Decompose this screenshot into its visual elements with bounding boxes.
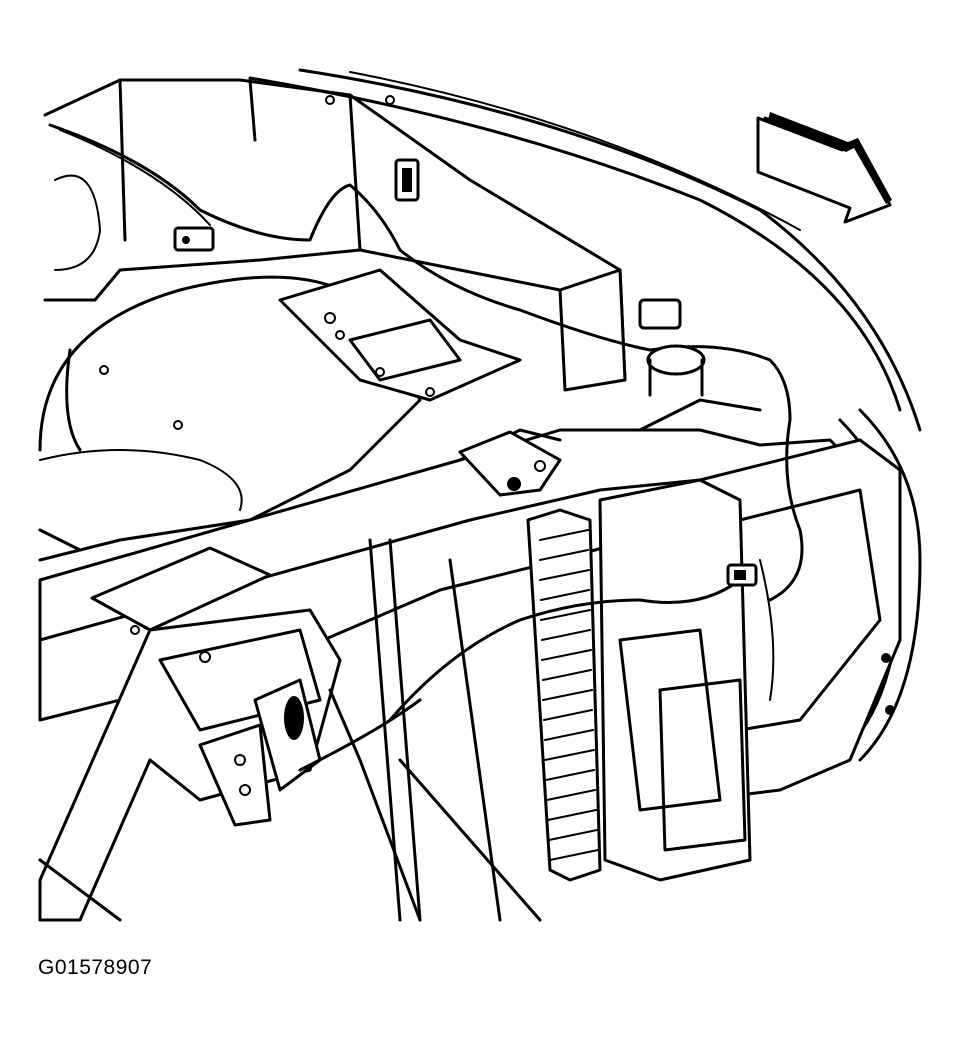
connector-left (173, 226, 215, 252)
engine-compartment-line-drawing (38, 68, 922, 922)
radiator-core (598, 478, 752, 882)
connector-upper (394, 158, 420, 202)
mount-bracket (458, 430, 562, 497)
wiring-harness (38, 123, 804, 772)
hood-latch-assembly (198, 678, 322, 827)
fender-edge (248, 68, 922, 432)
coil-spring (526, 508, 602, 882)
figure-id-label: G01578907 (38, 956, 153, 979)
forward-arrow-icon (756, 112, 892, 224)
frame-rail-left (38, 546, 342, 922)
component-box (278, 268, 627, 402)
support-posts (38, 538, 542, 922)
connector-right (638, 298, 706, 397)
connector-lower (726, 563, 758, 587)
